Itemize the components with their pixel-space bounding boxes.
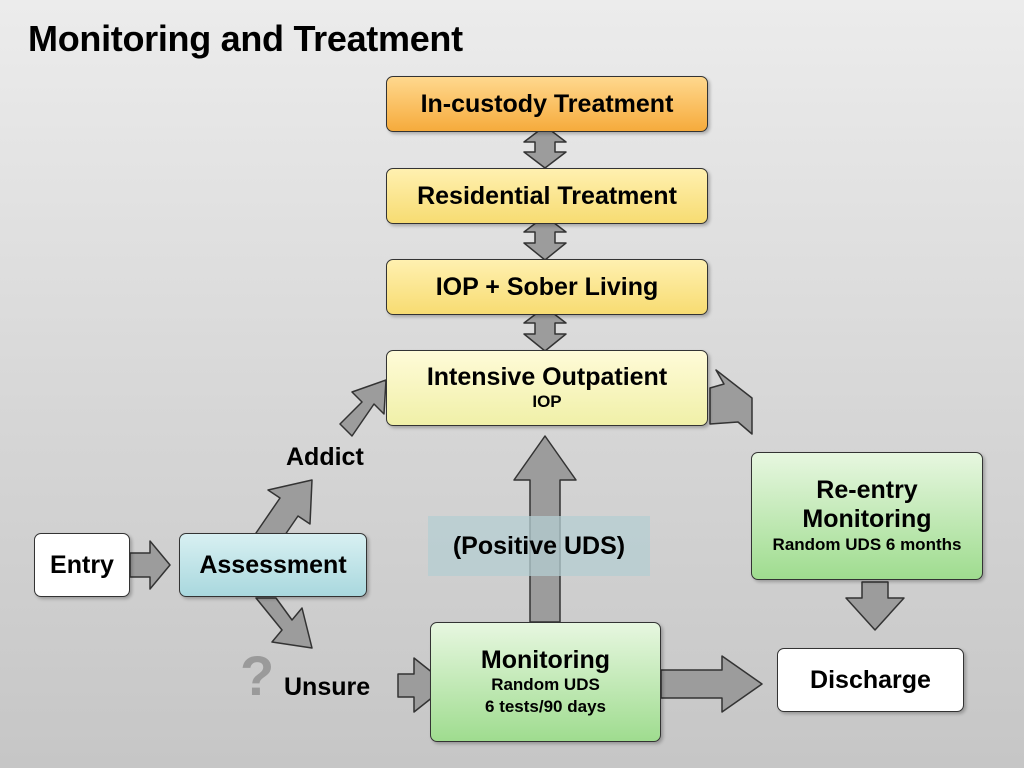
monitoring-sub-line2: 6 tests/90 days <box>485 697 606 717</box>
discharge-box: Discharge <box>777 648 964 712</box>
reentry-monitoring-box: Re-entry Monitoring Random UDS 6 months <box>751 452 983 580</box>
arrow-intensive-to-reentry <box>709 369 753 435</box>
unsure-label: Unsure <box>284 673 371 701</box>
assessment-label: Assessment <box>199 550 347 579</box>
reentry-label-line2: Monitoring <box>802 504 932 533</box>
positive-uds-label: (Positive UDS) <box>428 516 650 576</box>
double-arrow-custody-residential <box>523 125 567 169</box>
monitoring-box: Monitoring Random UDS 6 tests/90 days <box>430 622 661 742</box>
intensive-outpatient-sub: IOP <box>532 392 562 412</box>
entry-label: Entry <box>50 550 114 579</box>
entry-box: Entry <box>34 533 130 597</box>
iop-sober-living-box: IOP + Sober Living <box>386 259 708 315</box>
residential-treatment-box: Residential Treatment <box>386 168 708 224</box>
question-mark-icon: ? <box>240 644 275 707</box>
iop-sober-living-label: IOP + Sober Living <box>435 272 659 301</box>
arrow-assessment-to-unsure <box>255 597 313 649</box>
in-custody-treatment-label: In-custody Treatment <box>420 89 674 118</box>
arrow-addict-to-intensive <box>339 379 387 437</box>
reentry-label-line1: Re-entry <box>816 476 918 505</box>
intensive-outpatient-box: Intensive Outpatient IOP <box>386 350 708 426</box>
intensive-outpatient-label: Intensive Outpatient <box>426 362 668 391</box>
discharge-label: Discharge <box>810 665 931 694</box>
reentry-sub: Random UDS 6 months <box>772 534 962 554</box>
arrow-monitoring-to-discharge <box>660 655 763 713</box>
addict-label: Addict <box>286 443 364 471</box>
in-custody-treatment-box: In-custody Treatment <box>386 76 708 132</box>
residential-treatment-label: Residential Treatment <box>417 181 677 210</box>
arrow-reentry-to-discharge <box>845 581 905 631</box>
monitoring-sub-line1: Random UDS <box>491 675 600 695</box>
assessment-box: Assessment <box>179 533 367 597</box>
page-title: Monitoring and Treatment <box>28 18 463 59</box>
monitoring-label: Monitoring <box>480 645 611 674</box>
arrow-entry-to-assessment <box>129 540 171 590</box>
